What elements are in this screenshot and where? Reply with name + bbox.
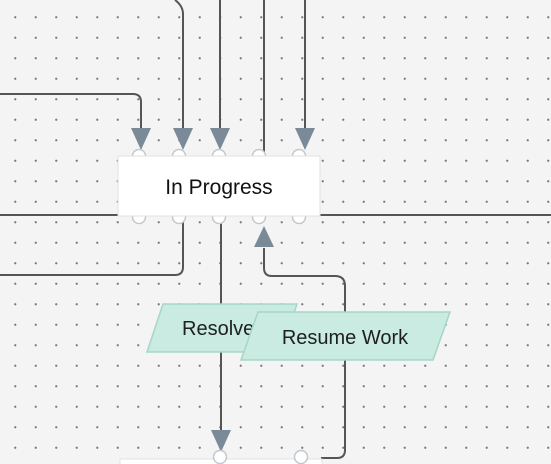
connection-port[interactable]: [293, 449, 309, 464]
transition-line-left-in[interactable]: [0, 93, 142, 128]
transition-label-text: Resolve: [182, 318, 254, 340]
arrowhead-down-icon: [295, 128, 315, 150]
transition-line-left-out[interactable]: [0, 220, 184, 276]
transition-label-resume-work[interactable]: Resume Work: [239, 311, 452, 361]
transition-line-top-1[interactable]: [174, 0, 184, 128]
status-node-next[interactable]: [119, 449, 323, 464]
status-node-box[interactable]: [117, 155, 321, 217]
arrowhead-down-icon: [131, 128, 151, 150]
status-node-in-progress[interactable]: In Progress: [117, 148, 321, 225]
arrowhead-up-icon: [254, 226, 274, 247]
transition-label-text: Resume Work: [282, 327, 409, 349]
transition-line-resume-work[interactable]: [263, 248, 346, 459]
status-node-label: In Progress: [165, 176, 272, 199]
arrowhead-down-icon: [210, 128, 230, 150]
connection-port[interactable]: [212, 449, 228, 464]
arrowhead-down-icon: [173, 128, 193, 150]
arrowhead-down-icon: [211, 430, 231, 452]
